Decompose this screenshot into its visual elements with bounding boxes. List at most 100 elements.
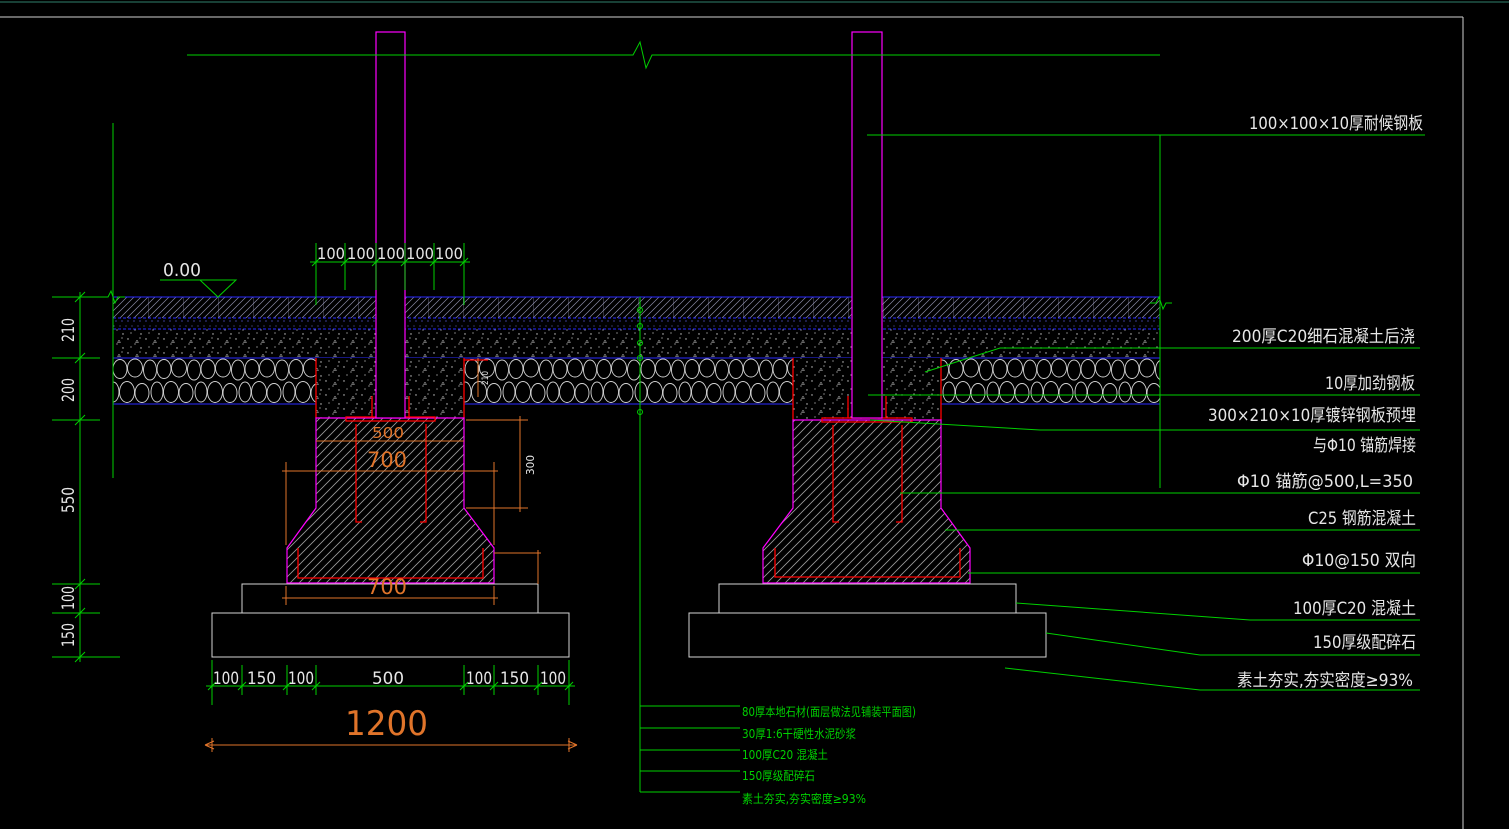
gravel-bed-left [211, 612, 570, 658]
anchor-bar-left-a [355, 424, 362, 523]
bottom-dim-2: 150 [247, 669, 276, 689]
pedestal-right-outline [762, 419, 971, 584]
callout-rebar-mesh: Φ10@150 双向 [1302, 551, 1416, 571]
pedestal-right-hatch [763, 420, 970, 583]
bottom-dim-4: 500 [372, 669, 404, 689]
callout-anchor-bars: Φ10 锚筋@500,L=350 [1237, 472, 1413, 492]
anchor-bar-left-b [420, 424, 427, 523]
bottom-dim-5: 100 [466, 669, 492, 689]
layer-legend: 80厚本地石材(面层做法见铺装平面图) 30厚1:6干硬性水泥砂浆 100厚C2… [637, 297, 916, 806]
callout-embed-plate: 300×210×10厚镀锌钢板预埋 [1208, 406, 1416, 426]
column-left-section [375, 31, 406, 419]
bottom-dim-6: 150 [500, 669, 529, 689]
right-callouts: 100×100×10厚耐候钢板 200厚C20细石混凝土后浇 10厚加劲钢板 3… [867, 114, 1425, 691]
dim-210-text: 210 [481, 371, 491, 385]
total-width-text: 1200 [345, 704, 428, 744]
left-dim-150: 150 [59, 623, 79, 647]
legend-marker-5 [637, 409, 643, 415]
bottom-dim-7: 100 [540, 669, 566, 689]
paving-stone-layer [113, 297, 1160, 318]
column-left-mask [376, 32, 405, 418]
top-break-line [187, 40, 1160, 70]
callout-leader-9 [1045, 632, 1420, 656]
legend-item-2: 30厚1:6干硬性水泥砂浆 [742, 726, 856, 741]
bottom-dimension-ticks [207, 681, 574, 691]
legend-item-3: 100厚C20 混凝土 [742, 747, 828, 762]
callout-reinforced-concrete: C25 钢筋混凝土 [1308, 509, 1416, 529]
callout-embed-plate-weld: 与Φ10 锚筋焊接 [1313, 436, 1416, 456]
footing-right [688, 396, 1047, 658]
dim-300-extensions [466, 419, 528, 509]
pedestal-left-hatch [287, 418, 494, 583]
total-dimension-arrows [204, 738, 578, 752]
left-dim-200: 200 [59, 378, 79, 402]
pedestal-left-outline [286, 417, 495, 584]
concrete-pad-right [718, 583, 1017, 614]
bottom-extension-lines [211, 660, 570, 705]
gravel-layer-right [941, 358, 1160, 404]
callout-leader-4 [869, 419, 1420, 431]
dim-700-lower-extensions [285, 586, 495, 605]
legend-marker-3 [637, 340, 643, 346]
bottom-rebar-right [774, 548, 961, 578]
anchor-bar-right-a [832, 425, 839, 523]
bottom-dimension-chain: 100 150 100 500 100 150 100 1200 [204, 660, 578, 752]
footing-dimensions: 500 700 700 300 210 [282, 358, 541, 605]
left-dim-550: 550 [59, 487, 79, 513]
column-right-mask [852, 32, 882, 418]
callout-post-cast-concrete: 200厚C20细石混凝土后浇 [1232, 327, 1415, 347]
callout-leader-2 [924, 347, 1420, 373]
top-dimension-chain: 100 100 100 100 100 [310, 243, 470, 305]
dim-700-upper-extensions [285, 462, 495, 545]
callout-compacted-soil: 素土夯实,夯实密度≥93% [1237, 671, 1413, 691]
top-dim-4: 100 [406, 244, 434, 263]
bottom-rebar-left [297, 548, 484, 579]
left-dim-100: 100 [59, 586, 79, 610]
dim-500-text: 500 [372, 424, 404, 442]
legend-item-1: 80厚本地石材(面层做法见铺装平面图) [742, 704, 916, 719]
legend-marker-1 [637, 307, 643, 313]
bottom-dim-1: 100 [213, 669, 239, 689]
callout-weathering-steel-plate: 100×100×10厚耐候钢板 [1249, 114, 1423, 134]
footing-left [211, 396, 570, 658]
dim-700-lower-text: 700 [367, 575, 407, 599]
ground-break-left [100, 289, 125, 305]
top-dimension-ticks [311, 257, 469, 267]
legend-item-5: 素土夯实,夯实密度≥93% [742, 791, 866, 806]
callout-leader-10 [1004, 667, 1420, 691]
gravel-layer-left [113, 358, 316, 404]
top-dim-2: 100 [347, 244, 375, 263]
level-mark-text: 0.00 [163, 260, 201, 281]
small-pad-dimension [494, 550, 541, 584]
callout-stiffener-plate: 10厚加劲钢板 [1325, 374, 1415, 394]
bottom-dim-3: 100 [288, 669, 314, 689]
steel-column-right [851, 31, 883, 419]
legend-item-4: 150厚级配碎石 [742, 768, 815, 783]
dim-300-text: 300 [524, 455, 537, 475]
legend-leader-branches [640, 705, 740, 793]
gravel-bed-right [688, 612, 1047, 658]
legend-marker-4 [637, 355, 643, 361]
steel-column-left [375, 31, 406, 419]
ground-layers [113, 296, 1160, 405]
left-dimension-chain: 210 200 550 100 150 [52, 123, 125, 663]
concrete-base-layer [113, 329, 1160, 358]
top-extension-lines [315, 243, 465, 305]
callout-graded-gravel: 150厚级配碎石 [1313, 633, 1416, 653]
anchor-bar-right-b [896, 425, 903, 523]
legend-marker-2 [637, 323, 643, 329]
ground-break-right [1150, 295, 1172, 311]
top-dim-1: 100 [317, 244, 345, 263]
top-dim-5: 100 [435, 244, 463, 263]
column-right-section [851, 31, 883, 419]
level-marker: 0.00 [160, 260, 238, 298]
mortar-layer [113, 318, 1160, 329]
top-dim-3: 100 [377, 244, 405, 263]
gravel-layer-middle [464, 358, 793, 404]
level-triangle [160, 279, 238, 298]
left-dimension-ticks [74, 291, 86, 663]
left-dim-210: 210 [59, 318, 79, 342]
callout-leader-8 [1015, 602, 1420, 621]
